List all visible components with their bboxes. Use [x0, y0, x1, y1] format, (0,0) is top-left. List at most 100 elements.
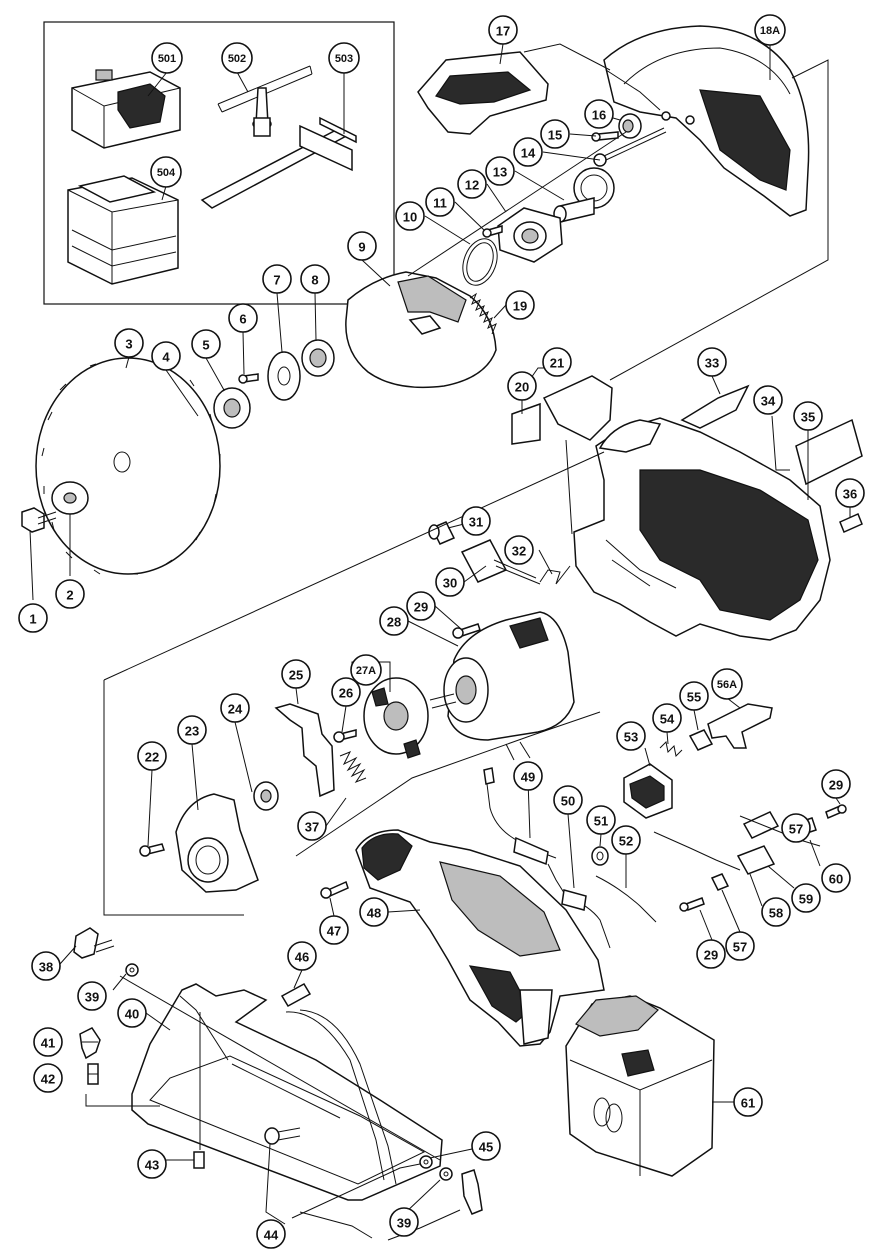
- callout-label: 501: [158, 53, 176, 65]
- callout-502-1: 502: [221, 42, 253, 74]
- callout-13-9: 13: [485, 156, 515, 186]
- part-brush-end-plate: [363, 677, 429, 759]
- callout-label: 33: [705, 356, 719, 371]
- callout-label: 26: [339, 686, 353, 701]
- callout-15-7: 15: [540, 119, 570, 149]
- callout-label: 4: [162, 350, 170, 365]
- part-set-screw-43: [193, 1151, 205, 1169]
- part-gear-shaft: [553, 167, 615, 223]
- callout-label: 7: [273, 273, 280, 288]
- part-wing-nut: [461, 1169, 483, 1215]
- part-screw-47: [320, 880, 349, 899]
- part-screw-22: [139, 843, 165, 857]
- callout-56a-41: 56A: [711, 668, 743, 700]
- callout-33-25: 33: [697, 347, 727, 377]
- callout-29-49: 29: [821, 769, 851, 799]
- callout-label: 50: [561, 794, 575, 809]
- callout-30-31: 30: [435, 567, 465, 597]
- callout-42-63: 42: [33, 1063, 63, 1093]
- callout-label: 34: [761, 394, 776, 409]
- callout-label: 22: [145, 750, 159, 765]
- callout-16-6: 16: [584, 99, 614, 129]
- callout-24-37: 24: [220, 693, 250, 723]
- leader-lines: [29, 38, 851, 1241]
- callout-label: 53: [624, 730, 638, 745]
- callout-label: 48: [367, 906, 381, 921]
- part-lock-lever: [707, 703, 773, 749]
- part-wing-bolt-41: [79, 1027, 101, 1060]
- callout-label: 44: [264, 1228, 279, 1243]
- callout-label: 19: [513, 299, 527, 314]
- callout-6-17: 6: [228, 303, 258, 333]
- callout-label: 60: [829, 872, 843, 887]
- callout-18a-5: 18A: [754, 14, 786, 46]
- callout-36-28: 36: [835, 478, 865, 508]
- callout-label: 5: [202, 338, 209, 353]
- callout-label: 37: [305, 820, 319, 835]
- part-bearing-24: [253, 781, 279, 811]
- callout-label: 18A: [760, 25, 780, 37]
- callout-50-46: 50: [553, 785, 583, 815]
- part-spring-37: [339, 751, 367, 784]
- callout-label: 45: [479, 1140, 493, 1155]
- part-bushing-51: [591, 846, 609, 866]
- callout-34-26: 34: [753, 385, 783, 415]
- part-wing-bolt-38: [73, 927, 115, 959]
- part-lever: [274, 703, 335, 798]
- callout-label: 46: [295, 950, 309, 965]
- callout-label: 23: [185, 724, 199, 739]
- callout-44-65: 44: [256, 1219, 286, 1249]
- part-washer-39-upper: [125, 963, 139, 977]
- callout-label: 29: [414, 600, 428, 615]
- callout-label: 24: [228, 702, 243, 717]
- part-motor: [429, 611, 575, 761]
- callout-label: 502: [228, 53, 246, 65]
- part-brush-cap: [428, 521, 456, 545]
- part-wire-52: [595, 875, 657, 923]
- callout-label: 27A: [356, 665, 376, 677]
- part-saw-blade: [35, 357, 221, 575]
- callout-51-47: 51: [586, 805, 616, 835]
- part-wire-49: [483, 767, 557, 866]
- part-base-plate: [131, 983, 443, 1201]
- callout-label: 38: [39, 960, 53, 975]
- callout-10-12: 10: [395, 201, 425, 231]
- callout-label: 54: [660, 712, 675, 727]
- part-screw-29-right-top: [825, 804, 847, 820]
- accessories-box: [43, 21, 395, 305]
- assembly-lines: [85, 43, 829, 1161]
- callout-49-45: 49: [513, 761, 543, 791]
- callout-label: 47: [327, 924, 341, 939]
- callout-26-35: 26: [331, 677, 361, 707]
- part-pin-46: [280, 982, 312, 1008]
- part-spring-54: [659, 740, 683, 758]
- callout-4-19: 4: [151, 341, 181, 371]
- callout-17-4: 17: [488, 15, 518, 45]
- part-label-35: [795, 418, 863, 486]
- callout-label: 43: [145, 1158, 159, 1173]
- part-sticker-33: [680, 384, 750, 429]
- part-screw-15: [591, 131, 619, 142]
- callout-8-15: 8: [300, 264, 330, 294]
- callout-57-55: 57: [725, 931, 755, 961]
- callout-label: 13: [493, 165, 507, 180]
- part-washer-45: [419, 1155, 433, 1169]
- callout-20-24: 20: [507, 371, 537, 401]
- part-saw-cover: [603, 25, 810, 217]
- callout-label: 29: [704, 948, 718, 963]
- part-wrench: [217, 65, 313, 137]
- part-charger: [71, 69, 181, 149]
- callout-58-53: 58: [761, 897, 791, 927]
- callout-label: 15: [548, 128, 562, 143]
- callout-57-50: 57: [781, 813, 811, 843]
- part-screw-29-right-bottom: [679, 897, 705, 912]
- part-guide-bar: [200, 116, 357, 209]
- callout-12-10: 12: [457, 169, 487, 199]
- callout-53-44: 53: [616, 721, 646, 751]
- part-retaining-ring: [462, 238, 498, 286]
- callout-23-38: 23: [177, 715, 207, 745]
- part-bolt-44: [264, 1127, 301, 1145]
- part-lower-guard: [345, 271, 497, 389]
- part-screw-26: [333, 729, 357, 743]
- part-bearing-plate: [497, 207, 563, 263]
